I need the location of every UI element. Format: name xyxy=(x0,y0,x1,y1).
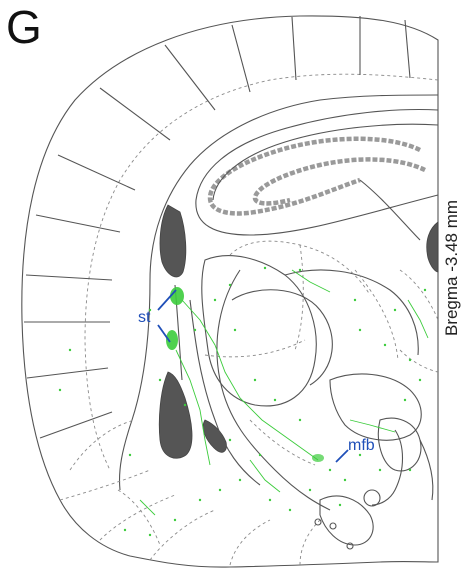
thalamic-structures xyxy=(175,256,433,545)
label-mfb: mfb xyxy=(348,437,375,454)
label-st: st xyxy=(138,309,151,326)
mfb-leader xyxy=(336,450,348,462)
lateral-ventricle-upper xyxy=(160,205,186,277)
cortex-layer-line xyxy=(85,74,438,470)
green-fiber-labeling xyxy=(59,267,428,536)
third-ventricle-right xyxy=(427,222,438,272)
panel-letter: G xyxy=(6,4,42,50)
hippocampus xyxy=(196,110,438,240)
bregma-coordinate-label: Bregma -3.48 mm xyxy=(442,200,462,336)
lateral-ventricle-lower xyxy=(159,372,192,458)
cortex-outer-outline xyxy=(22,16,438,567)
vessel-circles xyxy=(315,519,353,549)
